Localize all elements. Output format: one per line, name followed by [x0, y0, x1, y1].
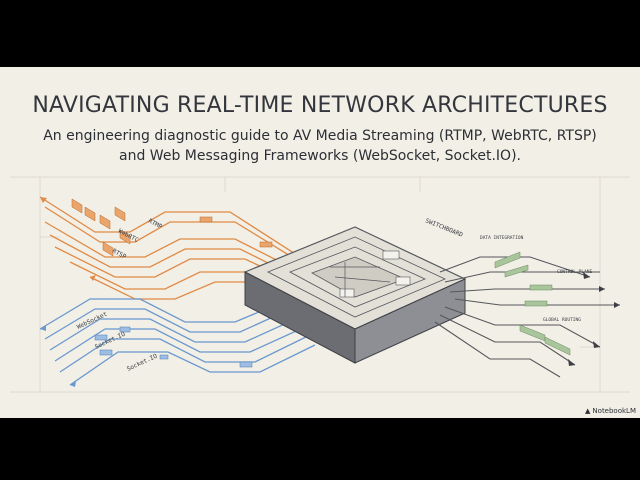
messaging-label-websocket: WebSocket: [76, 311, 109, 331]
media-label-rtmp: RTMP: [147, 218, 163, 231]
messaging-stream-lines: [39, 298, 316, 386]
brand-watermark: ▲NotebookLM: [585, 407, 636, 415]
slide-title: NAVIGATING REAL-TIME NETWORK ARCHITECTUR…: [32, 93, 608, 118]
slide-subtitle-line-1: An engineering diagnostic guide to AV Me…: [43, 128, 597, 144]
output-stream-lines: [434, 256, 620, 378]
hub-label-switchboard: SWITCHBOARD: [424, 217, 464, 239]
output-label-control-plane: CONTROL PLANE: [557, 269, 593, 275]
network-architecture-diagram: RTMP WebRTC RTSP WebSocket Socket.IO Soc…: [10, 176, 630, 393]
output-packets: [494, 251, 571, 356]
messaging-packets: [94, 326, 253, 368]
output-label-global-routing: GLOBAL ROUTING: [543, 317, 581, 323]
output-label-data-integration: DATA INTEGRATION: [480, 235, 524, 241]
output-arrowheads: [568, 272, 620, 366]
switchboard-hub: [243, 226, 467, 364]
brand-name: NotebookLM: [592, 407, 636, 415]
input-arrowheads: [40, 197, 96, 387]
messaging-label-socketio-2: Socket.IO: [126, 353, 159, 373]
notebooklm-logo-icon: ▲: [585, 407, 591, 415]
blueprint-grid: [10, 176, 630, 393]
slide-canvas: RTMP WebRTC RTSP WebSocket Socket.IO Soc…: [0, 67, 640, 418]
media-label-rtsp: RTSP: [111, 248, 127, 261]
slide-subtitle-line-2: and Web Messaging Frameworks (WebSocket,…: [119, 148, 521, 164]
